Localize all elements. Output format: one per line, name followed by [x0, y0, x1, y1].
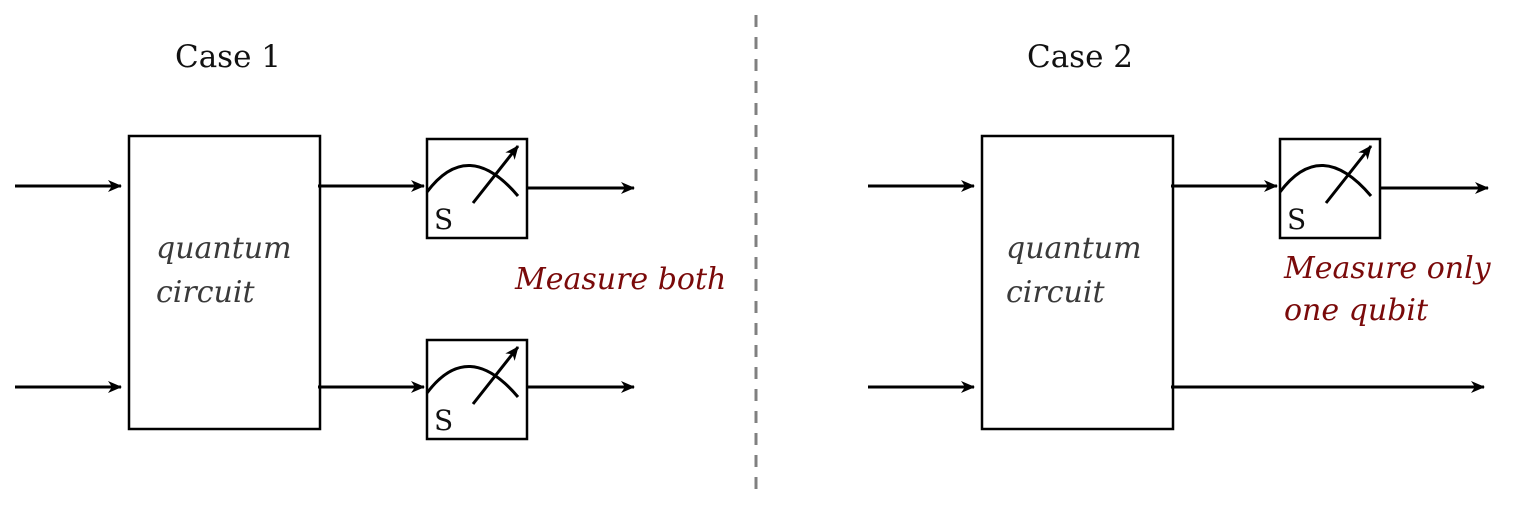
case-1-meter-2: S: [425, 338, 529, 441]
case-1-panel: Case 1 quantum circuit S S Measure both: [15, 39, 726, 441]
case-2-circuit-box: [980, 134, 1175, 431]
case-2-meter-1: S: [1278, 137, 1382, 240]
meter-label: S: [434, 404, 453, 437]
case-1-meter-1: S: [425, 137, 529, 240]
case-1-circuit-box: [127, 134, 322, 431]
case-2-circuit-label-line1: quantum: [1006, 231, 1142, 266]
meter-arc-icon: [425, 164, 520, 197]
case-1-circuit-label-line2: circuit: [156, 275, 255, 310]
meter-needle-icon: [471, 346, 520, 405]
meter-arc-icon: [1278, 164, 1373, 197]
case-2-panel: Case 2 quantum circuit S Measure only on…: [868, 39, 1492, 431]
case-1-circuit-label-line1: quantum: [156, 231, 292, 266]
meter-needle-icon: [471, 145, 520, 204]
meter-label: S: [1287, 203, 1306, 236]
meter-arc-icon: [425, 365, 520, 398]
case-2-note-line2: one qubit: [1284, 293, 1429, 328]
meter-needle-icon: [1324, 145, 1373, 204]
meter-label: S: [434, 203, 453, 236]
case-2-title: Case 2: [1027, 39, 1133, 75]
case-1-note: Measure both: [514, 262, 726, 297]
case-2-circuit-label-line2: circuit: [1006, 275, 1105, 310]
case-1-title: Case 1: [175, 39, 281, 75]
case-2-note-line1: Measure only: [1283, 251, 1492, 286]
